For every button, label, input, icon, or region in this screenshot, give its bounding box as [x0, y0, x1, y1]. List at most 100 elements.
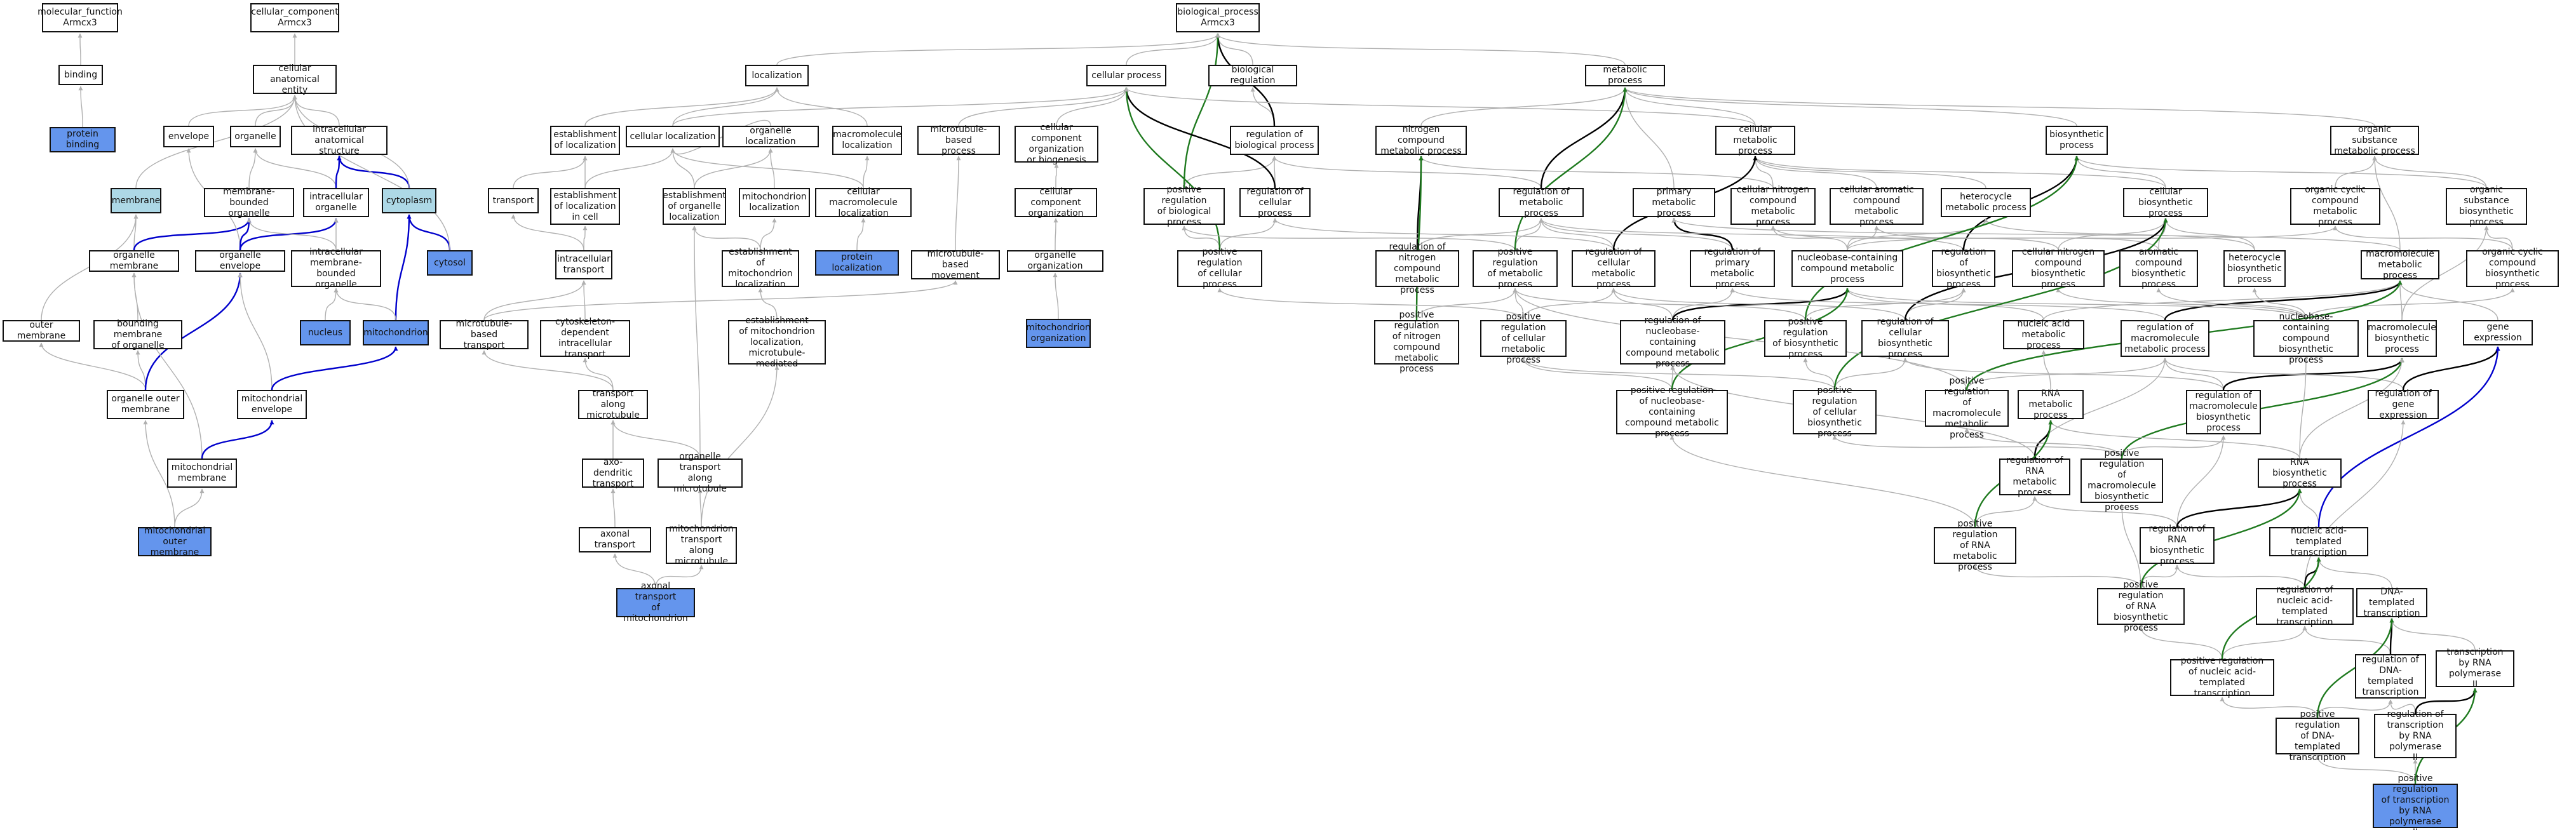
term-node-microtubule-based-movement[interactable]: microtubule-based movement: [911, 249, 1000, 281]
term-node-regulation-of-transcription-by-rna-polymerase-ii[interactable]: regulation of transcription by RNA polym…: [2374, 709, 2457, 763]
term-node-mitochondrial-membrane[interactable]: mitochondrial membrane: [167, 459, 237, 488]
term-node-positive-regulation-of-cellular-metabolic-process[interactable]: positive regulation of cellular metaboli…: [1480, 312, 1567, 365]
term-node-organelle[interactable]: organelle: [230, 126, 281, 147]
term-node-membrane-bounded-organelle[interactable]: membrane-bounded organelle: [204, 187, 294, 218]
term-node-bounding-membrane-of-organelle[interactable]: bounding membrane of organelle: [93, 319, 182, 351]
term-node-cytosol[interactable]: cytosol: [427, 250, 473, 276]
term-node-localization[interactable]: localization: [745, 65, 809, 86]
term-node-dna-templated-transcription[interactable]: DNA-templated transcription: [2356, 587, 2427, 619]
term-node-intracellular-anatomical-structure[interactable]: intracellular anatomical structure: [291, 124, 388, 156]
term-node-regulation-of-nitrogen-compound-metabolic-process[interactable]: regulation of nitrogen compound metaboli…: [1375, 242, 1459, 295]
term-node-regulation-of-cellular-biosynthetic-process[interactable]: regulation of cellular biosynthetic proc…: [1861, 317, 1949, 359]
term-node-positive-regulation-of-rna-metabolic-process[interactable]: positive regulation of RNA metabolic pro…: [1934, 519, 2016, 572]
term-node-positive-regulation-of-cellular-biosynthetic-process[interactable]: positive regulation of cellular biosynth…: [1793, 385, 1877, 439]
term-node-cellular-component-organization-or-biogenesis[interactable]: cellular component organization or bioge…: [1015, 123, 1098, 165]
term-node-cellular-process[interactable]: cellular process: [1086, 65, 1166, 86]
term-node-regulation-of-macromolecule-metabolic-process[interactable]: regulation of macromolecule metabolic pr…: [2121, 320, 2209, 357]
term-node-organic-cyclic-compound-biosynthetic-process[interactable]: organic cyclic compound biosynthetic pro…: [2466, 247, 2559, 290]
term-node-macromolecule-metabolic-process[interactable]: macromolecule metabolic process: [2361, 249, 2439, 281]
term-node-intracellular-organelle[interactable]: intracellular organelle: [303, 188, 369, 217]
term-node-aromatic-compound-biosynthetic-process[interactable]: aromatic compound biosynthetic process: [2119, 247, 2198, 290]
term-node-cellular-anatomical-entity[interactable]: cellular anatomical entity: [253, 64, 337, 95]
term-node-regulation-of-nucleic-acid-templated-transcription[interactable]: regulation of nucleic acid-templated tra…: [2256, 585, 2354, 627]
term-node-macromolecule-localization[interactable]: macromolecule localization: [832, 126, 902, 155]
term-node-positive-regulation-of-biological-process[interactable]: positive regulation of biological proces…: [1143, 185, 1225, 227]
term-node-intracellular-transport[interactable]: intracellular transport: [555, 250, 612, 279]
term-node-mitochondrial-envelope[interactable]: mitochondrial envelope: [237, 390, 307, 419]
term-node-heterocycle-biosynthetic-process[interactable]: heterocycle biosynthetic process: [2223, 250, 2286, 287]
term-node-organelle-envelope[interactable]: organelle envelope: [195, 250, 285, 272]
term-node-regulation-of-dna-templated-transcription[interactable]: regulation of DNA-templated transcriptio…: [2355, 654, 2426, 699]
term-node-protein-binding[interactable]: protein binding: [50, 127, 116, 152]
term-node-axo-dendritic-transport[interactable]: axo-dendritic transport: [582, 457, 644, 489]
term-node-mitochondrion[interactable]: mitochondrion: [363, 320, 429, 345]
term-node-nucleus[interactable]: nucleus: [300, 320, 351, 345]
term-node-nucleobase-containing-compound-biosynthetic-process[interactable]: nucleobase-containing compound biosynthe…: [2253, 312, 2359, 365]
term-node-protein-localization[interactable]: protein localization: [815, 250, 899, 276]
term-node-organic-substance-biosynthetic-process[interactable]: organic substance biosynthetic process: [2446, 185, 2527, 227]
term-node-regulation-of-biosynthetic-process[interactable]: regulation of biosynthetic process: [1932, 247, 1995, 290]
term-node-heterocycle-metabolic-process[interactable]: heterocycle metabolic process: [1941, 188, 2031, 217]
term-node-establishment-of-localization[interactable]: establishment of localization: [550, 126, 620, 155]
term-node-cytoskeleton-dependent-intracellular-transport[interactable]: cytoskeleton-dependent intracellular tra…: [540, 317, 630, 359]
term-node-biosynthetic-process[interactable]: biosynthetic process: [2046, 126, 2108, 155]
term-node-positive-regulation-of-metabolic-process[interactable]: positive regulation of metabolic process: [1473, 247, 1558, 290]
term-node-positive-regulation-of-macromolecule-biosynthetic-process[interactable]: positive regulation of macromolecule bio…: [2080, 448, 2163, 512]
term-node-rna-biosynthetic-process[interactable]: RNA biosynthetic process: [2258, 457, 2342, 489]
term-node-gene-expression[interactable]: gene expression: [2463, 320, 2533, 345]
term-node-establishment-of-organelle-localization[interactable]: establishment of organelle localization: [663, 188, 726, 225]
term-node-mitochondrial-outer-membrane[interactable]: mitochondrial outer membrane: [138, 526, 212, 558]
term-node-nitrogen-compound-metabolic-process[interactable]: nitrogen compound metabolic process: [1375, 124, 1467, 156]
term-node-primary-metabolic-process[interactable]: primary metabolic process: [1633, 187, 1715, 218]
term-node-regulation-of-metabolic-process[interactable]: regulation of metabolic process: [1499, 187, 1584, 218]
term-node-organelle-organization[interactable]: organelle organization: [1007, 250, 1103, 272]
term-node-positive-regulation-of-dna-templated-transcription[interactable]: positive regulation of DNA-templated tra…: [2276, 709, 2359, 763]
term-node-regulation-of-cellular-process[interactable]: regulation of cellular process: [1239, 187, 1311, 218]
term-node-positive-regulation-of-macromolecule-metabolic-process[interactable]: positive regulation of macromolecule met…: [1925, 376, 2009, 440]
term-node-cellular-component-armcx3[interactable]: cellular_component Armcx3: [250, 3, 339, 32]
term-node-biological-process-armcx3[interactable]: biological_process Armcx3: [1176, 3, 1260, 32]
term-node-cellular-biosynthetic-process[interactable]: cellular biosynthetic process: [2123, 187, 2208, 218]
term-node-positive-regulation-of-transcription-by-rna-polymerase-ii[interactable]: positive regulation of transcription by …: [2373, 773, 2458, 830]
term-node-molecular-function-armcx3[interactable]: molecular_function Armcx3: [37, 3, 123, 32]
term-node-transport-along-microtubule[interactable]: transport along microtubule: [578, 389, 648, 420]
term-node-organic-substance-metabolic-process[interactable]: organic substance metabolic process: [2330, 124, 2419, 156]
term-node-regulation-of-cellular-metabolic-process[interactable]: regulation of cellular metabolic process: [1572, 247, 1656, 290]
term-node-transport[interactable]: transport: [488, 188, 539, 213]
term-node-organelle-outer-membrane[interactable]: organelle outer membrane: [107, 390, 184, 419]
term-node-regulation-of-gene-expression[interactable]: regulation of gene expression: [2368, 389, 2439, 420]
term-node-positive-regulation-of-nucleobase-containing-compound-metabo[interactable]: positive regulation of nucleobase-contai…: [1616, 385, 1728, 439]
term-node-microtubule-based-transport[interactable]: microtubule-based transport: [440, 319, 529, 351]
term-node-metabolic-process[interactable]: metabolic process: [1585, 65, 1665, 86]
term-node-regulation-of-biological-process[interactable]: regulation of biological process: [1230, 126, 1319, 155]
term-node-macromolecule-biosynthetic-process[interactable]: macromolecule biosynthetic process: [2367, 320, 2437, 357]
term-node-nucleic-acid-templated-transcription[interactable]: nucleic acid-templated transcription: [2269, 526, 2368, 558]
term-node-cellular-aromatic-compound-metabolic-process[interactable]: cellular aromatic compound metabolic pro…: [1830, 185, 1924, 227]
term-node-positive-regulation-of-cellular-process[interactable]: positive regulation of cellular process: [1177, 247, 1262, 290]
term-node-cellular-localization[interactable]: cellular localization: [626, 126, 720, 147]
term-node-organelle-transport-along-microtubule[interactable]: organelle transport along microtubule: [657, 452, 743, 494]
term-node-mitochondrion-organization[interactable]: mitochondrion organization: [1026, 319, 1091, 348]
term-node-membrane[interactable]: membrane: [111, 188, 161, 213]
term-node-establishment-of-mitochondrion-localization-microtubule-medi[interactable]: establishment of mitochondrion localizat…: [728, 316, 826, 369]
term-node-establishment-of-mitochondrion-localization[interactable]: establishment of mitochondrion localizat…: [722, 247, 799, 290]
term-node-intracellular-membrane-bounded-organelle[interactable]: intracellular membrane-bounded organelle: [291, 247, 381, 290]
term-node-nucleic-acid-metabolic-process[interactable]: nucleic acid metabolic process: [2003, 319, 2084, 351]
term-node-positive-regulation-of-nitrogen-compound-metabolic-process[interactable]: positive regulation of nitrogen compound…: [1374, 310, 1459, 374]
term-node-cellular-macromolecule-localization[interactable]: cellular macromolecule localization: [815, 187, 912, 218]
term-node-cellular-component-organization[interactable]: cellular component organization: [1015, 187, 1097, 218]
term-node-biological-regulation[interactable]: biological regulation: [1208, 65, 1297, 86]
term-node-regulation-of-primary-metabolic-process[interactable]: regulation of primary metabolic process: [1690, 247, 1775, 290]
term-node-axonal-transport[interactable]: axonal transport: [579, 527, 651, 552]
term-node-cellular-nitrogen-compound-metabolic-process[interactable]: cellular nitrogen compound metabolic pro…: [1730, 185, 1816, 227]
term-node-cellular-metabolic-process[interactable]: cellular metabolic process: [1715, 124, 1795, 156]
term-node-organic-cyclic-compound-metabolic-process[interactable]: organic cyclic compound metabolic proces…: [2290, 185, 2380, 227]
term-node-envelope[interactable]: envelope: [163, 126, 214, 147]
term-node-positive-regulation-of-nucleic-acid-templated-transcription[interactable]: positive regulation of nucleic acid-temp…: [2170, 656, 2274, 699]
term-node-mitochondrion-localization[interactable]: mitochondrion localization: [739, 188, 810, 217]
term-node-regulation-of-macromolecule-biosynthetic-process[interactable]: regulation of macromolecule biosynthetic…: [2186, 390, 2261, 434]
term-node-positive-regulation-of-biosynthetic-process[interactable]: positive regulation of biosynthetic proc…: [1764, 317, 1847, 359]
term-node-nucleobase-containing-compound-metabolic-process[interactable]: nucleobase-containing compound metabolic…: [1791, 250, 1903, 287]
term-node-regulation-of-rna-metabolic-process[interactable]: regulation of RNA metabolic process: [1999, 455, 2070, 498]
term-node-binding[interactable]: binding: [58, 65, 103, 85]
